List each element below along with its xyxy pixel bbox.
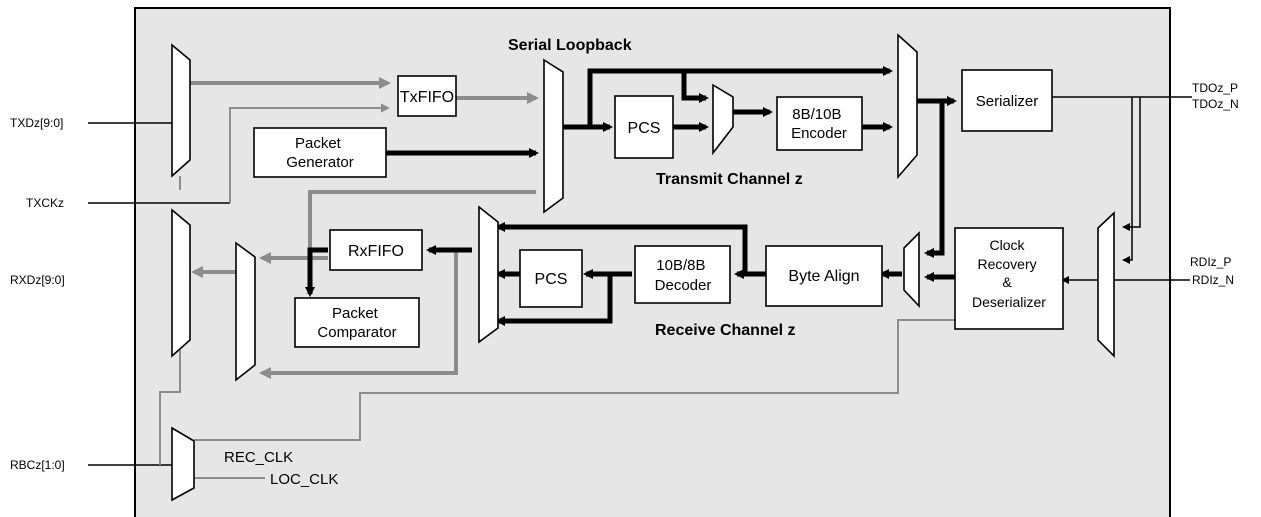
receive-mux	[478, 205, 499, 344]
rec-clk-label: REC_CLK	[224, 449, 293, 466]
txd-input-mux	[171, 43, 191, 178]
rx-loopback-mux	[903, 231, 920, 309]
rxfifo-label: RxFIFO	[348, 243, 404, 260]
serial-loopback-label: Serial Loopback	[508, 37, 632, 54]
serial-loopback-mux	[543, 58, 564, 214]
serializer-label: Serializer	[976, 93, 1039, 110]
black-paths	[305, 66, 957, 326]
rbc-clock-mux	[171, 426, 195, 502]
decoder-block	[634, 245, 731, 304]
rxd-pin-label: RXDz[9:0]	[10, 273, 65, 287]
serial-paths	[1052, 96, 1172, 284]
pin-wires	[88, 96, 1192, 466]
pcs-tx-block	[614, 95, 674, 159]
byte-align-block	[765, 245, 883, 307]
txfifo-block	[397, 75, 457, 117]
grey-paths	[159, 77, 955, 479]
rx-fifo-mux	[235, 241, 256, 382]
packet-comparator-label: Packet Comparator	[317, 305, 396, 341]
encoder-block	[776, 96, 863, 151]
loc-clk-label: LOC_CLK	[270, 471, 338, 488]
packet-generator-label: Packet Generator	[286, 135, 354, 171]
tdo-p-pin-label: TDOz_P	[1192, 81, 1238, 95]
packet-generator-block	[253, 127, 387, 178]
rxd-output-mux	[171, 208, 191, 358]
rbc-pin-label: RBCz[1:0]	[10, 458, 65, 472]
rdi-p-pin-label: RDIz_P	[1190, 255, 1231, 269]
rxfifo-block	[329, 229, 423, 271]
decoder-label: 10B/8B Decoder	[655, 257, 712, 294]
serializer-block	[961, 69, 1053, 132]
txfifo-label: TxFIFO	[400, 89, 454, 106]
tx-pcs-bypass-mux	[712, 83, 734, 156]
txd-pin-label: TXDz[9:0]	[10, 116, 63, 130]
pcs-tx-label: PCS	[628, 120, 661, 137]
clock-recovery-block	[954, 227, 1064, 330]
transmit-channel-label: Transmit Channel z	[656, 171, 803, 188]
pcs-rx-block	[519, 249, 583, 308]
encoder-label: 8B/10B Encoder	[791, 106, 847, 142]
rdi-input-mux	[1097, 211, 1115, 358]
pcs-rx-label: PCS	[535, 271, 568, 288]
receive-channel-label: Receive Channel z	[655, 322, 796, 339]
txck-pin-label: TXCKz	[26, 196, 64, 210]
packet-comparator-block	[294, 297, 420, 348]
byte-align-label: Byte Align	[788, 268, 859, 285]
tdo-n-pin-label: TDOz_N	[1192, 97, 1239, 111]
tx-output-mux	[897, 33, 918, 180]
rdi-n-pin-label: RDIz_N	[1192, 273, 1234, 287]
clock-recovery-label: Clock Recovery & Deserializer	[972, 237, 1046, 310]
